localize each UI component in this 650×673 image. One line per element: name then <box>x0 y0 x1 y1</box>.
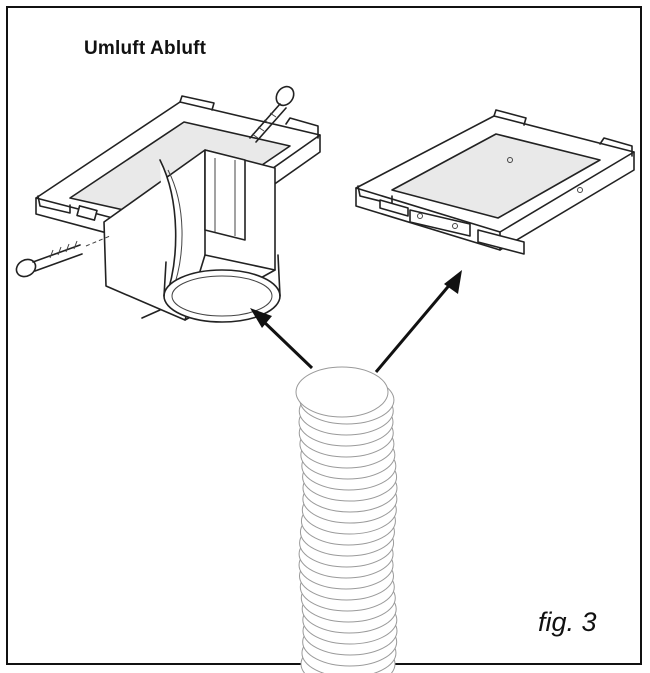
exhaust-adapter <box>35 95 321 323</box>
plate-opening <box>391 133 601 219</box>
figure-title: Umluft Abluft <box>84 38 207 59</box>
flexible-hose <box>295 366 398 673</box>
screw-icon <box>249 85 295 143</box>
mounting-plate <box>355 109 635 255</box>
hose-opening <box>295 366 389 418</box>
screw-icon <box>15 235 111 278</box>
figure-label: fig. 3 <box>538 607 597 637</box>
arrow-icon <box>374 270 462 373</box>
arrow-icon <box>250 308 314 370</box>
